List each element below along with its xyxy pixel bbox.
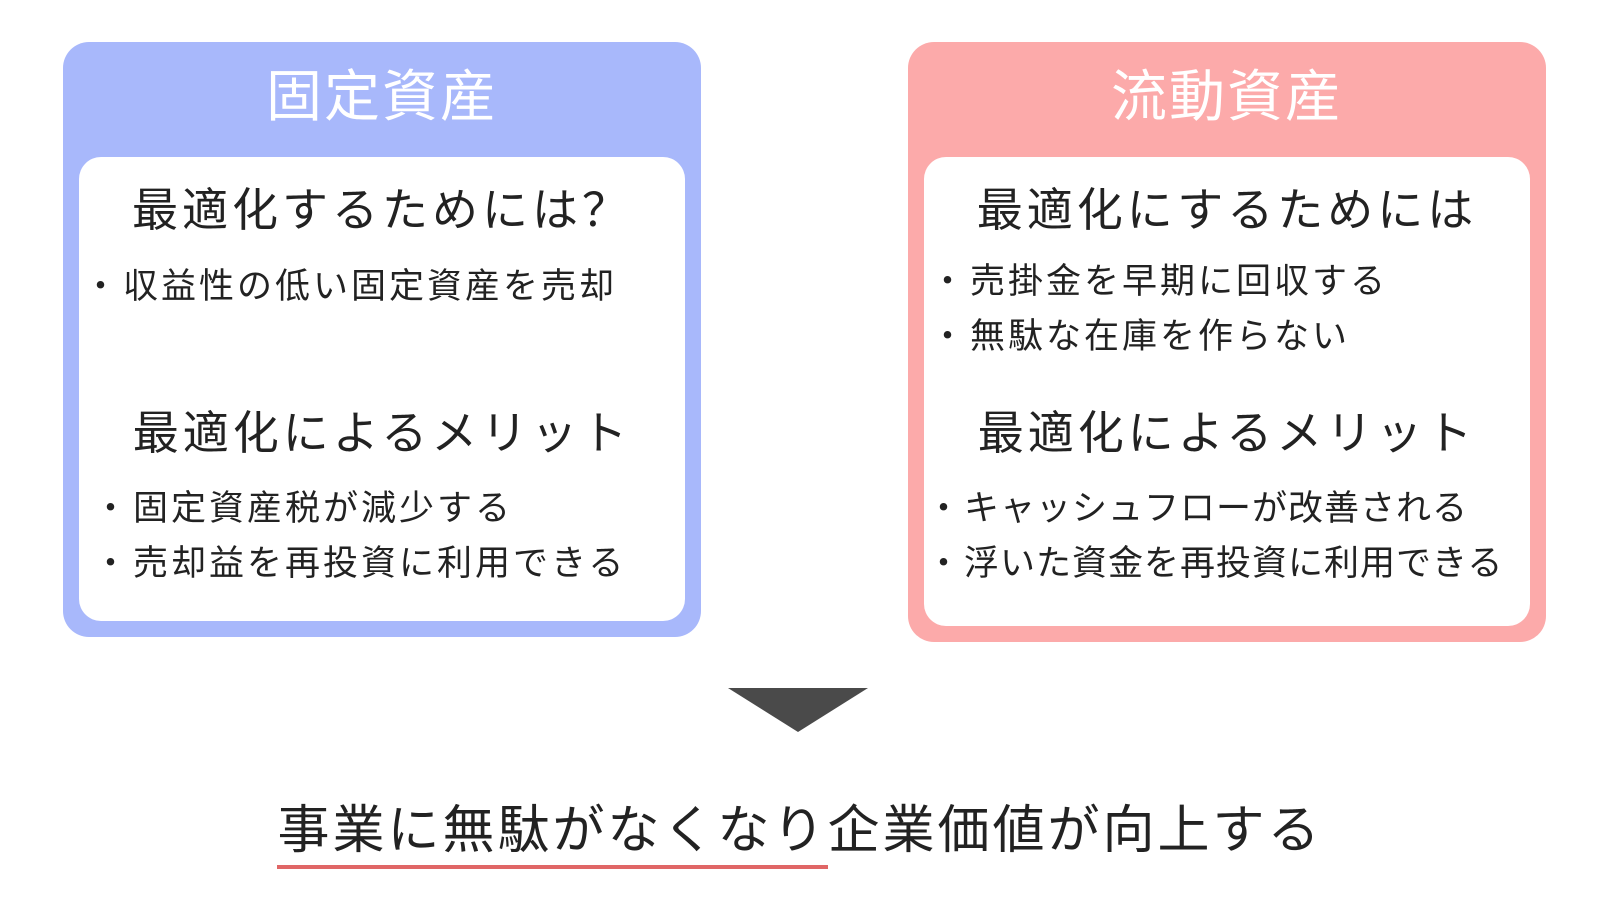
current-assets-panel: 流動資産 最適化にするためには 売掛金を早期に回収する 無駄な在庫を作らない 最… [908, 42, 1546, 642]
current-assets-merit-heading: 最適化によるメリット [977, 406, 1477, 460]
current-assets-body: 最適化にするためには 売掛金を早期に回収する 無駄な在庫を作らない 最適化による… [924, 157, 1530, 626]
fixed-assets-title: 固定資産 [266, 65, 498, 130]
conclusion-underlined: 事業に無駄がなくなり [277, 801, 828, 869]
fixed-assets-merit-item: 固定資産税が減少する [93, 492, 513, 527]
current-assets-merit-item: 浮いた資金を再投資に利用できる [926, 547, 1503, 582]
fixed-assets-how-item: 収益性の低い固定資産を売却 [83, 270, 617, 305]
current-assets-how-item: 無駄な在庫を作らない [930, 320, 1350, 355]
current-assets-how-heading: 最適化にするためには [976, 183, 1478, 237]
down-arrow-icon [728, 688, 868, 732]
fixed-assets-panel: 固定資産 最適化するためには？ 収益性の低い固定資産を売却 最適化によるメリット… [63, 42, 701, 637]
fixed-assets-merit-heading: 最適化によるメリット [132, 406, 632, 460]
fixed-assets-merit-item: 売却益を再投資に利用できる [93, 547, 626, 582]
current-assets-title: 流動資産 [1111, 65, 1343, 130]
current-assets-merit-item: キャッシュフローが改善される [926, 492, 1468, 527]
conclusion-text: 事業に無駄がなくなり企業価値が向上する [0, 801, 1600, 869]
current-assets-how-item: 売掛金を早期に回収する [930, 265, 1388, 300]
fixed-assets-how-heading: 最適化するためには？ [132, 183, 632, 237]
fixed-assets-body: 最適化するためには？ 収益性の低い固定資産を売却 最適化によるメリット 固定資産… [79, 157, 685, 621]
conclusion-rest: 企業価値が向上する [827, 801, 1323, 861]
